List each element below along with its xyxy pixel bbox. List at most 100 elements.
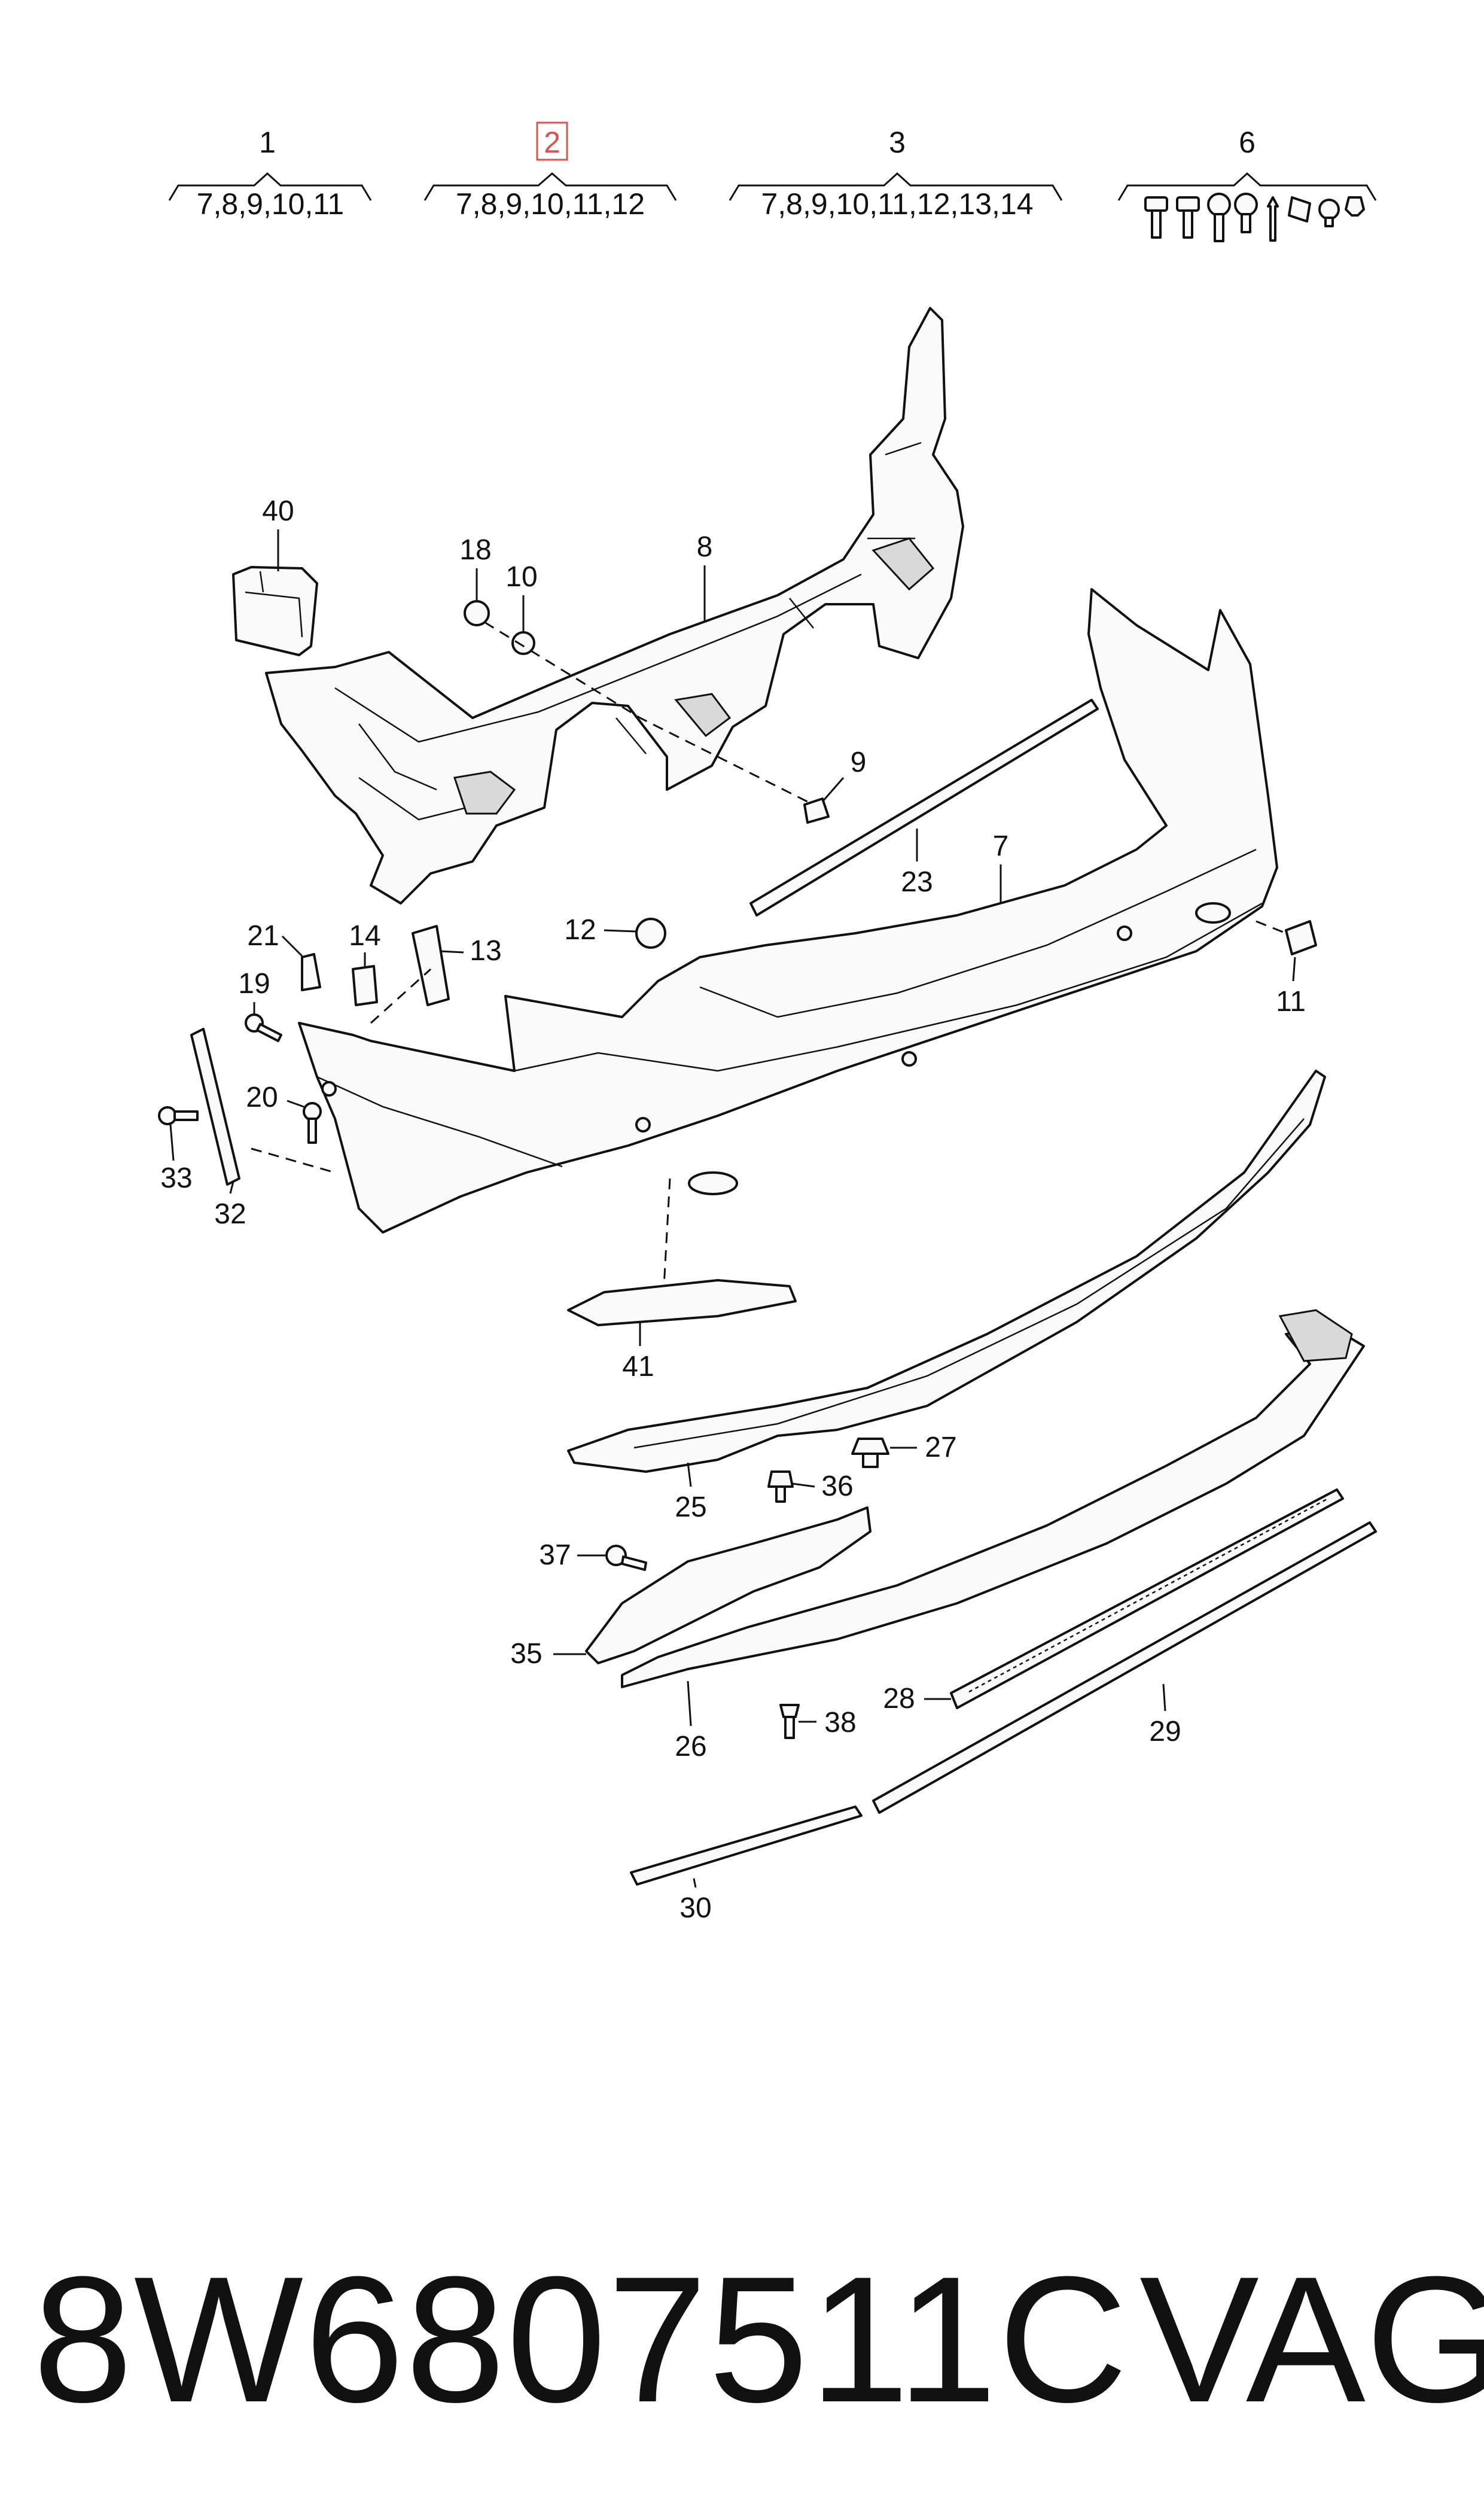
svg-text:41: 41 bbox=[622, 1351, 654, 1383]
part-35-bracket bbox=[585, 1506, 871, 1664]
callout-23: 23 bbox=[901, 829, 933, 898]
callout-10: 10 bbox=[505, 561, 538, 631]
callout-25: 25 bbox=[675, 1462, 707, 1523]
svg-text:26: 26 bbox=[675, 1731, 706, 1762]
callout-13: 13 bbox=[439, 935, 502, 967]
group-refs: 7,8,9,10,11,12,13,14 bbox=[761, 187, 1033, 221]
svg-text:32: 32 bbox=[214, 1198, 246, 1230]
assembly-line bbox=[484, 621, 808, 803]
part-26-lower-trim bbox=[621, 1309, 1365, 1688]
svg-text:21: 21 bbox=[247, 920, 279, 952]
svg-text:20: 20 bbox=[246, 1082, 278, 1113]
callout-19: 19 bbox=[238, 968, 270, 1014]
svg-text:13: 13 bbox=[470, 935, 501, 967]
group-id: 2 bbox=[544, 126, 560, 159]
callout-40: 40 bbox=[262, 495, 294, 571]
svg-text:33: 33 bbox=[160, 1162, 192, 1194]
group-header-2: 2 7,8,9,10,11,12 bbox=[423, 121, 677, 221]
part-20-screw bbox=[303, 1102, 322, 1144]
part-8-carrier bbox=[265, 307, 964, 905]
svg-text:9: 9 bbox=[851, 747, 867, 778]
assembly-line bbox=[663, 1178, 671, 1287]
fastener-set-icon bbox=[1144, 193, 1365, 242]
svg-text:36: 36 bbox=[821, 1470, 853, 1502]
part-38-screw bbox=[779, 1704, 800, 1739]
part-12-grommet bbox=[635, 918, 666, 949]
part-23-strip bbox=[749, 699, 1099, 917]
part-40-bracket bbox=[232, 566, 318, 656]
callout-36: 36 bbox=[792, 1470, 854, 1502]
callout-28: 28 bbox=[883, 1683, 951, 1715]
part-37-screw bbox=[605, 1545, 647, 1571]
svg-text:38: 38 bbox=[824, 1707, 856, 1738]
svg-text:28: 28 bbox=[883, 1683, 915, 1715]
callout-33: 33 bbox=[160, 1124, 193, 1194]
callout-14: 14 bbox=[349, 920, 381, 966]
group-id: 6 bbox=[1239, 126, 1256, 159]
svg-text:19: 19 bbox=[238, 968, 270, 1000]
part-7-bumper-cover bbox=[298, 588, 1278, 1234]
callout-12: 12 bbox=[564, 914, 636, 946]
part-27-clip bbox=[851, 1438, 889, 1468]
callout-30: 30 bbox=[679, 1878, 712, 1924]
part-41-reflector bbox=[567, 1279, 797, 1326]
callout-35: 35 bbox=[510, 1638, 586, 1670]
group-refs: 7,8,9,10,11 bbox=[197, 187, 345, 221]
callout-29: 29 bbox=[1149, 1683, 1181, 1747]
svg-text:27: 27 bbox=[925, 1432, 956, 1463]
callout-18: 18 bbox=[459, 534, 492, 601]
callout-32: 32 bbox=[214, 1181, 246, 1230]
callout-38: 38 bbox=[799, 1707, 857, 1738]
group-id: 3 bbox=[889, 126, 906, 159]
callout-7: 7 bbox=[993, 830, 1009, 903]
brand-name: VAG bbox=[1139, 2239, 1484, 2440]
callout-21: 21 bbox=[247, 920, 303, 957]
svg-text:40: 40 bbox=[262, 495, 294, 527]
highlight-box bbox=[536, 121, 568, 161]
part-36-screw bbox=[767, 1470, 794, 1503]
callout-41: 41 bbox=[622, 1322, 654, 1383]
svg-text:23: 23 bbox=[901, 866, 933, 898]
svg-text:10: 10 bbox=[505, 561, 537, 593]
part-11-cap bbox=[1285, 920, 1317, 955]
part-19-screw bbox=[245, 1013, 282, 1042]
group-header-3: 3 7,8,9,10,11,12,13,14 bbox=[729, 126, 1063, 221]
svg-text:18: 18 bbox=[459, 534, 491, 566]
callout-20: 20 bbox=[246, 1082, 304, 1113]
svg-text:8: 8 bbox=[697, 531, 713, 563]
svg-text:12: 12 bbox=[564, 914, 596, 946]
svg-text:25: 25 bbox=[675, 1491, 706, 1523]
parts-diagram: 1 7,8,9,10,11 2 7,8,9,10,11,12 3 7,8,9,1… bbox=[158, 121, 1377, 1924]
callout-27: 27 bbox=[890, 1432, 957, 1463]
callout-8: 8 bbox=[697, 531, 713, 622]
group-header-6: 6 bbox=[1117, 126, 1377, 242]
svg-text:29: 29 bbox=[1149, 1716, 1181, 1747]
part-14-bracket bbox=[352, 965, 378, 1006]
svg-text:37: 37 bbox=[539, 1539, 571, 1571]
part-30-trim-strip bbox=[630, 1805, 863, 1886]
callout-11: 11 bbox=[1276, 957, 1306, 1018]
group-id: 1 bbox=[259, 126, 276, 159]
part-number: 8W6807511C bbox=[33, 2239, 1129, 2440]
callout-9: 9 bbox=[821, 747, 867, 802]
svg-text:14: 14 bbox=[349, 920, 380, 952]
svg-text:35: 35 bbox=[510, 1638, 542, 1670]
assembly-line bbox=[251, 1147, 336, 1174]
group-header-1: 1 7,8,9,10,11 bbox=[168, 126, 372, 221]
part-10-nut bbox=[511, 631, 535, 655]
svg-text:30: 30 bbox=[679, 1892, 711, 1924]
svg-text:7: 7 bbox=[993, 830, 1009, 862]
callout-37: 37 bbox=[539, 1539, 605, 1571]
part-32-side-bracket bbox=[190, 1028, 240, 1186]
callout-26: 26 bbox=[675, 1680, 707, 1762]
part-13-bracket bbox=[412, 925, 450, 1006]
assembly-line bbox=[1256, 920, 1287, 934]
part-28-grille bbox=[950, 1488, 1344, 1709]
part-29-trim-strip bbox=[872, 1521, 1377, 1814]
group-refs: 7,8,9,10,11,12 bbox=[456, 187, 645, 221]
part-33-screw bbox=[158, 1106, 199, 1125]
part-25-diffuser bbox=[567, 1070, 1326, 1473]
part-9-clip bbox=[803, 797, 830, 824]
part-21-clip bbox=[301, 953, 321, 991]
svg-text:11: 11 bbox=[1276, 986, 1306, 1018]
